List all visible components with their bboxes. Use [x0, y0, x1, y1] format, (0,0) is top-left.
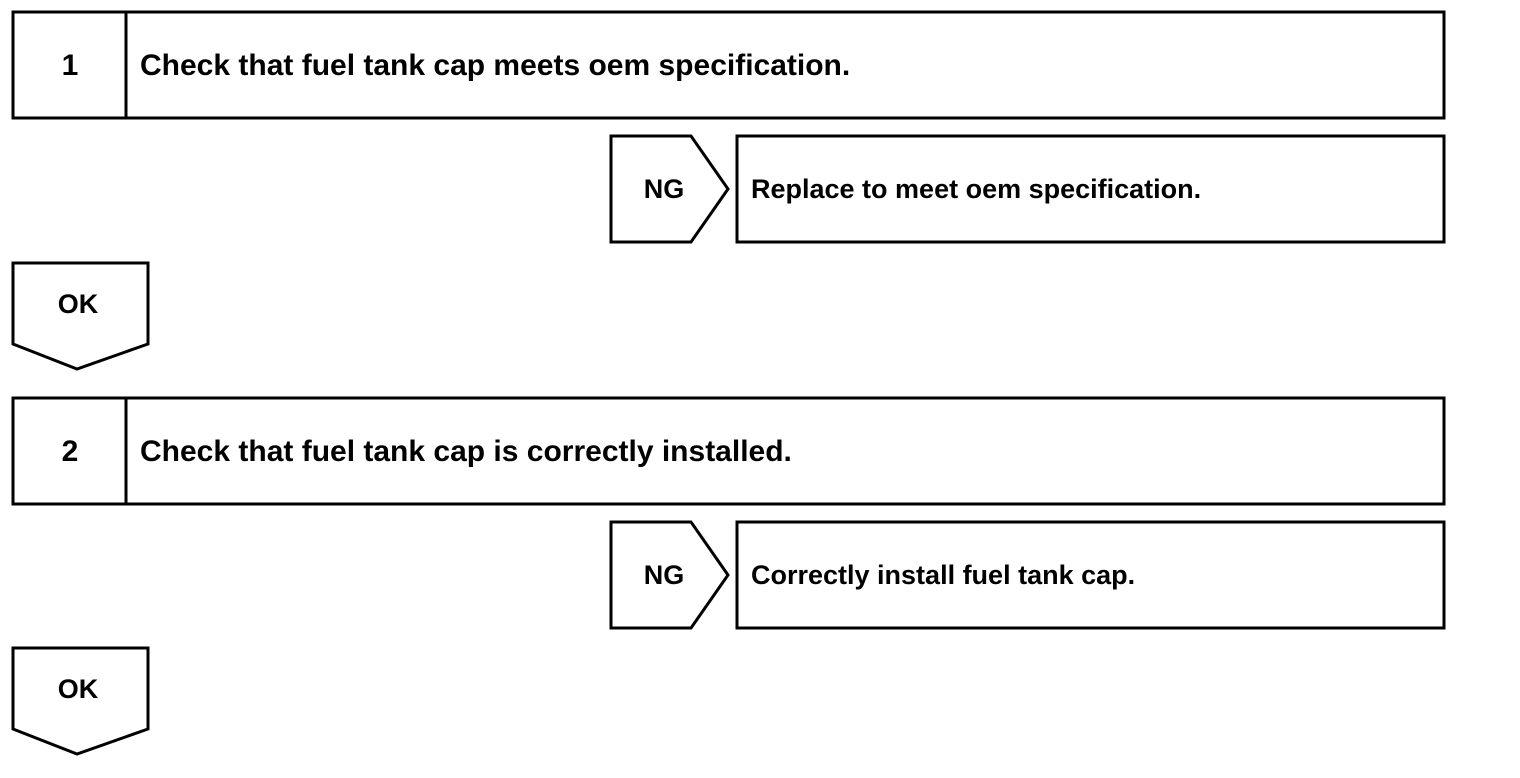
step-2-text: Check that fuel tank cap is correctly in… — [140, 435, 792, 468]
step-2: 2 Check that fuel tank cap is correctly … — [11, 396, 1446, 506]
step-1-text: Check that fuel tank cap meets oem speci… — [140, 49, 850, 82]
step-2-ok-arrow — [11, 646, 150, 756]
step-1-ng-action: Replace to meet oem specification. — [751, 174, 1201, 204]
step-1-ok-branch: OK — [11, 261, 150, 371]
step-2-ng-arrow — [609, 520, 730, 630]
step-1-number: 1 — [62, 49, 79, 82]
step-2-box — [11, 396, 1446, 506]
step-2-ok-label: OK — [58, 674, 99, 704]
step-2-ng-label: NG — [644, 560, 685, 590]
step-1-ng-branch: NG Replace to meet oem specification. — [609, 134, 1446, 244]
step-1-ng-action-box — [735, 134, 1446, 244]
step-2-ng-action-box — [735, 520, 1446, 630]
step-1-box — [11, 10, 1446, 120]
step-1-ok-arrow — [11, 261, 150, 371]
step-1-ok-label: OK — [58, 289, 99, 319]
step-2-ng-branch: NG Correctly install fuel tank cap. — [609, 520, 1446, 630]
step-2-number: 2 — [62, 435, 79, 468]
step-1: 1 Check that fuel tank cap meets oem spe… — [11, 10, 1446, 120]
step-1-ng-label: NG — [644, 174, 685, 204]
step-2-ok-branch: OK — [11, 646, 150, 756]
step-1-ng-arrow — [609, 134, 730, 244]
step-2-ng-action: Correctly install fuel tank cap. — [751, 560, 1135, 590]
